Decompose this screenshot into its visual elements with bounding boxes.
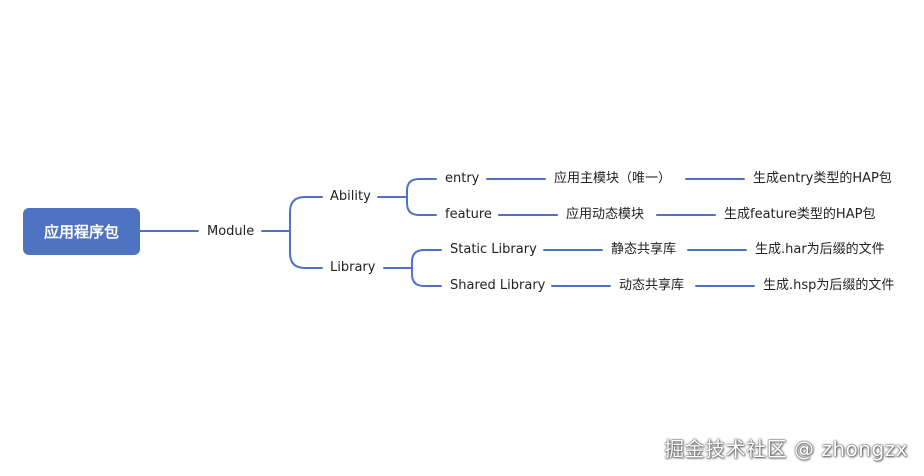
watermark: 掘金技术社区 @ zhongzx xyxy=(664,437,908,461)
connector-to-ability xyxy=(289,196,323,232)
connector-to-library xyxy=(289,230,323,269)
root-node-label: 应用程序包 xyxy=(43,223,119,241)
connector-to-static xyxy=(411,249,442,269)
static-result-node: 生成.har为后缀的文件 xyxy=(755,242,885,257)
entry-desc-node: 应用主模块（唯一） xyxy=(554,171,672,186)
static-library-node: Static Library xyxy=(450,242,537,257)
feature-result-node: 生成feature类型的HAP包 xyxy=(724,207,876,222)
shared-result-node: 生成.hsp为后缀的文件 xyxy=(763,278,895,293)
entry-node: entry xyxy=(445,171,480,186)
module-node: Module xyxy=(207,224,255,239)
feature-node: feature xyxy=(445,207,492,222)
shared-library-node: Shared Library xyxy=(450,278,546,293)
root-node: 应用程序包 xyxy=(23,208,140,255)
feature-desc-node: 应用动态模块 xyxy=(566,207,645,222)
connector-to-feature xyxy=(406,196,437,216)
entry-result-node: 生成entry类型的HAP包 xyxy=(753,171,892,186)
connector-to-shared xyxy=(411,267,442,287)
static-desc-node: 静态共享库 xyxy=(611,242,677,257)
shared-desc-node: 动态共享库 xyxy=(619,278,685,293)
library-node: Library xyxy=(330,260,376,275)
ability-node: Ability xyxy=(330,189,371,204)
connector-to-entry xyxy=(406,178,437,198)
